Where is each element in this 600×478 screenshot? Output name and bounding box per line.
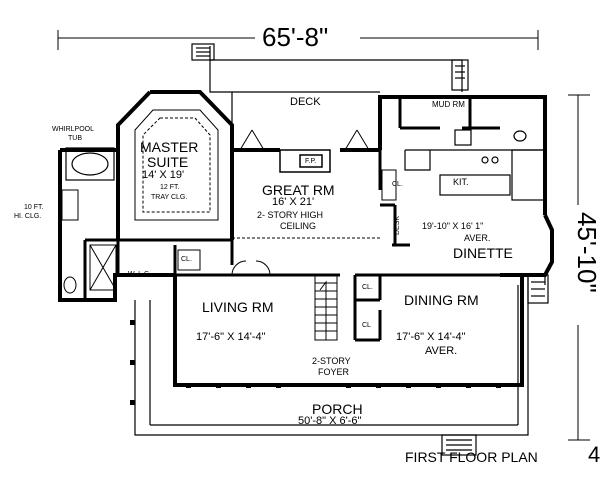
master-suite-walls (116, 90, 234, 240)
fireplace (279, 149, 331, 173)
dinette-label: DINETTE (453, 245, 513, 261)
tray-ceiling-label-1: 12 FT. (160, 184, 180, 191)
wic-label: W. I. C. (128, 271, 151, 278)
tray-ceiling-label-2: TRAY CLG. (151, 194, 188, 201)
depth-dimension: 45'-10" (572, 212, 600, 293)
closet-label-kitchen: CL. (392, 181, 403, 188)
living-doors (231, 260, 271, 276)
dinette-aver: AVER. (464, 233, 491, 243)
living-room-label: LIVING RM (202, 299, 274, 315)
stair (314, 274, 338, 341)
porch-outline (134, 274, 549, 456)
great-room-ceiling-1: 2- STORY HIGH (257, 210, 324, 220)
page-mark: 4 (588, 442, 600, 467)
depth-dimension-line (568, 94, 590, 441)
dinette-size: 19'-10" X 16' 1" (422, 221, 484, 231)
deck-doors (239, 129, 370, 151)
kitchen-label: KIT. (453, 177, 469, 187)
great-room-ceiling-2: CEILING (280, 221, 317, 231)
deck-label: DECK (290, 96, 321, 108)
great-room-label: GREAT RM (262, 182, 335, 198)
master-suite-label: MASTER (140, 139, 199, 155)
dining-room-size: 17'-6" X 14'-4" (396, 331, 466, 343)
foyer-label-1: 2-STORY (312, 356, 351, 366)
master-suite-size: 14' X 19' (142, 169, 185, 181)
porch-columns (130, 320, 501, 405)
whirlpool-label: WHIRLPOOL (52, 126, 95, 133)
bath-fixtures (61, 189, 117, 294)
interior-walls (83, 97, 500, 342)
closets (177, 169, 397, 271)
mud-room-label: MUD RM (432, 100, 465, 109)
foyer-label-2: FOYER (318, 367, 350, 377)
width-dimension-line (57, 30, 539, 50)
dining-room-label: DINING RM (404, 292, 479, 308)
kitchen-counters (404, 129, 546, 201)
deck-outline (191, 43, 469, 150)
closet-label-wic: CL. (181, 256, 192, 263)
whirlpool-tub (65, 147, 115, 181)
fireplace-label: F.P. (305, 158, 317, 165)
porch-size: 50'-8" X 6'-6" (298, 415, 362, 427)
master-suite-label-2: SUITE (147, 154, 189, 170)
plan-title: FIRST FLOOR PLAN (405, 449, 538, 465)
closet-label-dining-2: CL (362, 322, 371, 329)
closet-label-dining-1: CL. (362, 284, 373, 291)
dining-room-aver: AVER. (425, 345, 458, 357)
porch-label: PORCH (312, 401, 363, 417)
living-room-size: 17'-6" X 14'-4" (196, 331, 266, 343)
high-ceiling-label-2: HI. CLG. (14, 213, 42, 220)
desk-label: DESK (394, 215, 402, 236)
tray-ceiling-outline (134, 109, 219, 221)
tub-label: TUB (68, 135, 82, 142)
width-dimension: 65'-8" (262, 22, 329, 52)
high-ceiling-label-1: 10 FT. (24, 204, 44, 211)
great-room-size: 16' X 21' (272, 196, 315, 208)
